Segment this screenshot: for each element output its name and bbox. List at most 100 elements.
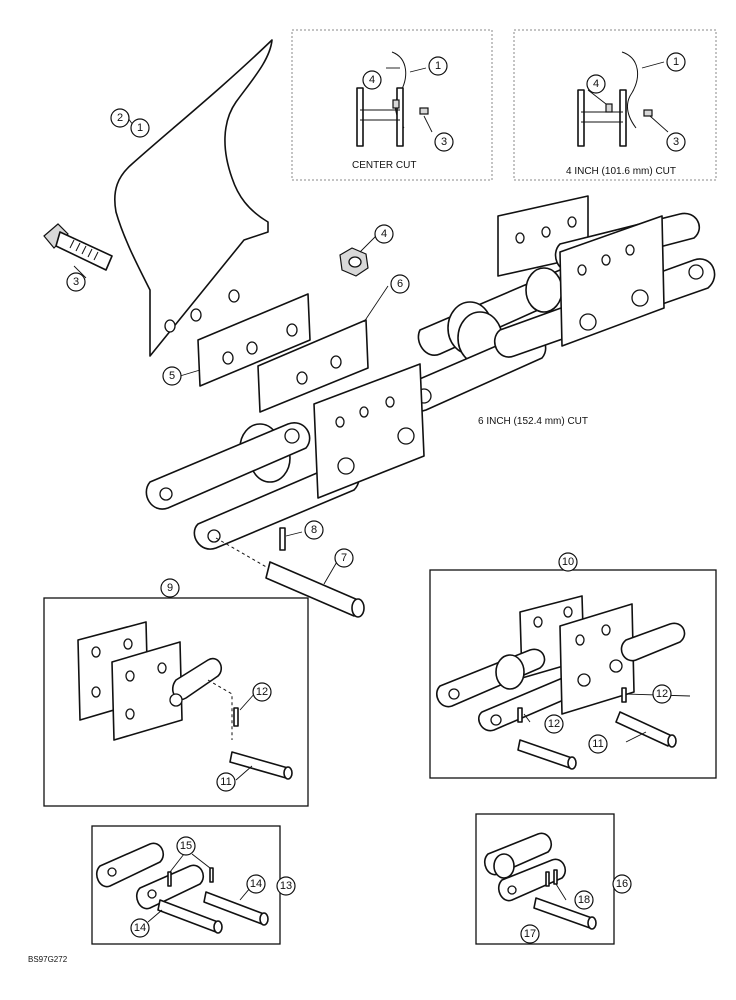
link-hole bbox=[448, 688, 460, 700]
link-hole bbox=[688, 264, 704, 280]
plate-hole bbox=[397, 427, 415, 445]
plate-hole bbox=[541, 226, 551, 238]
cotter-pin bbox=[279, 527, 286, 551]
caption-6-inch-cut: 6 INCH (152.4 mm) CUT bbox=[478, 416, 588, 427]
plate-hole bbox=[575, 634, 585, 646]
svg-text:8: 8 bbox=[311, 524, 317, 536]
box-9-frame bbox=[43, 597, 309, 807]
plate-hole bbox=[335, 416, 345, 428]
cotter-pin-15 bbox=[209, 867, 214, 883]
attachment-plate-6 bbox=[257, 319, 369, 413]
box-16-roller-link bbox=[475, 813, 615, 945]
callout-4: 4 bbox=[374, 224, 394, 244]
roller bbox=[495, 654, 525, 690]
tooth-hole bbox=[190, 308, 202, 322]
svg-text:1: 1 bbox=[435, 60, 441, 72]
pin-leader bbox=[207, 679, 233, 740]
link-hole bbox=[159, 487, 173, 501]
plate-hole bbox=[601, 624, 611, 636]
callout-13: 13 bbox=[276, 876, 296, 896]
svg-text:3: 3 bbox=[441, 136, 447, 148]
callout-12: 12 bbox=[252, 682, 272, 702]
cotter-pin-18 bbox=[545, 871, 550, 887]
svg-text:14: 14 bbox=[250, 878, 262, 890]
attachment-plate bbox=[559, 603, 635, 715]
inset-center-cut: CENTER CUT bbox=[291, 29, 493, 181]
svg-text:11: 11 bbox=[220, 776, 231, 788]
callout-4: 4 bbox=[586, 74, 606, 94]
link-hole bbox=[107, 867, 117, 877]
svg-text:4: 4 bbox=[381, 228, 387, 240]
attachment-plate bbox=[559, 215, 665, 347]
svg-text:6: 6 bbox=[397, 278, 403, 290]
svg-text:18: 18 bbox=[578, 894, 590, 906]
svg-text:15: 15 bbox=[180, 840, 192, 852]
leader-lines bbox=[73, 61, 691, 923]
pin-head bbox=[259, 912, 269, 926]
svg-text:3: 3 bbox=[73, 276, 79, 288]
pin-shank bbox=[265, 561, 359, 617]
callout-5: 5 bbox=[162, 366, 182, 386]
digging-tooth bbox=[114, 39, 273, 357]
plate-hole bbox=[577, 264, 587, 276]
plate-hole bbox=[125, 708, 135, 720]
callout-8: 8 bbox=[304, 520, 324, 540]
callout-12: 12 bbox=[544, 714, 564, 734]
plate-hole bbox=[625, 244, 635, 256]
pin-head bbox=[213, 920, 223, 934]
plate-hole bbox=[567, 216, 577, 228]
link-bar bbox=[145, 422, 311, 510]
link-hole bbox=[507, 885, 517, 895]
plate-hole bbox=[125, 670, 135, 682]
nut-icon bbox=[605, 103, 613, 113]
callout-14: 14 bbox=[246, 874, 266, 894]
svg-text:4: 4 bbox=[369, 74, 375, 86]
svg-text:13: 13 bbox=[280, 880, 292, 892]
plate-hole bbox=[157, 662, 167, 674]
box-10-connecting-link bbox=[429, 569, 717, 779]
tooth-hole bbox=[164, 319, 176, 333]
pin-head bbox=[283, 766, 293, 780]
plate-hole bbox=[330, 355, 342, 369]
plate-hole bbox=[601, 254, 611, 266]
pin-11 bbox=[517, 739, 573, 769]
svg-text:17: 17 bbox=[524, 928, 536, 940]
plate-hole bbox=[579, 313, 597, 331]
nut-icon bbox=[392, 99, 400, 109]
inset-4-inch-cut-frame bbox=[513, 29, 717, 181]
tooth-profile bbox=[621, 51, 638, 129]
plate-hole bbox=[337, 457, 355, 475]
callout-15: 15 bbox=[176, 836, 196, 856]
svg-text:9: 9 bbox=[167, 582, 173, 594]
callout-1: 1 bbox=[130, 118, 150, 138]
link-hole bbox=[490, 714, 502, 726]
bolt-thread bbox=[69, 239, 99, 261]
pin-head bbox=[587, 916, 597, 930]
pin-head bbox=[667, 734, 677, 748]
figure-reference: BS97G272 bbox=[28, 955, 68, 964]
connecting-pin bbox=[215, 527, 365, 618]
tooth-body bbox=[114, 39, 273, 357]
cotter-pin-12 bbox=[233, 707, 239, 727]
plate-hole bbox=[515, 232, 525, 244]
link-hole bbox=[169, 693, 183, 707]
bolt-icon bbox=[419, 107, 429, 115]
link-bar bbox=[171, 657, 223, 701]
pin-14 bbox=[203, 891, 265, 925]
pin-head bbox=[351, 598, 365, 618]
callout-3: 3 bbox=[66, 272, 86, 292]
box-13-offset-link bbox=[91, 825, 281, 945]
plate-hole bbox=[577, 673, 591, 687]
callout-7: 7 bbox=[334, 548, 354, 568]
box-9-connecting-link bbox=[43, 597, 309, 807]
plate-hole bbox=[563, 606, 573, 618]
link-hole bbox=[207, 529, 221, 543]
plate-hole bbox=[359, 406, 369, 418]
plate-hole bbox=[296, 371, 308, 385]
svg-text:14: 14 bbox=[134, 922, 146, 934]
plate-hole bbox=[609, 659, 623, 673]
plate-hole bbox=[385, 396, 395, 408]
svg-text:1: 1 bbox=[137, 122, 143, 134]
link-bar bbox=[95, 842, 165, 888]
